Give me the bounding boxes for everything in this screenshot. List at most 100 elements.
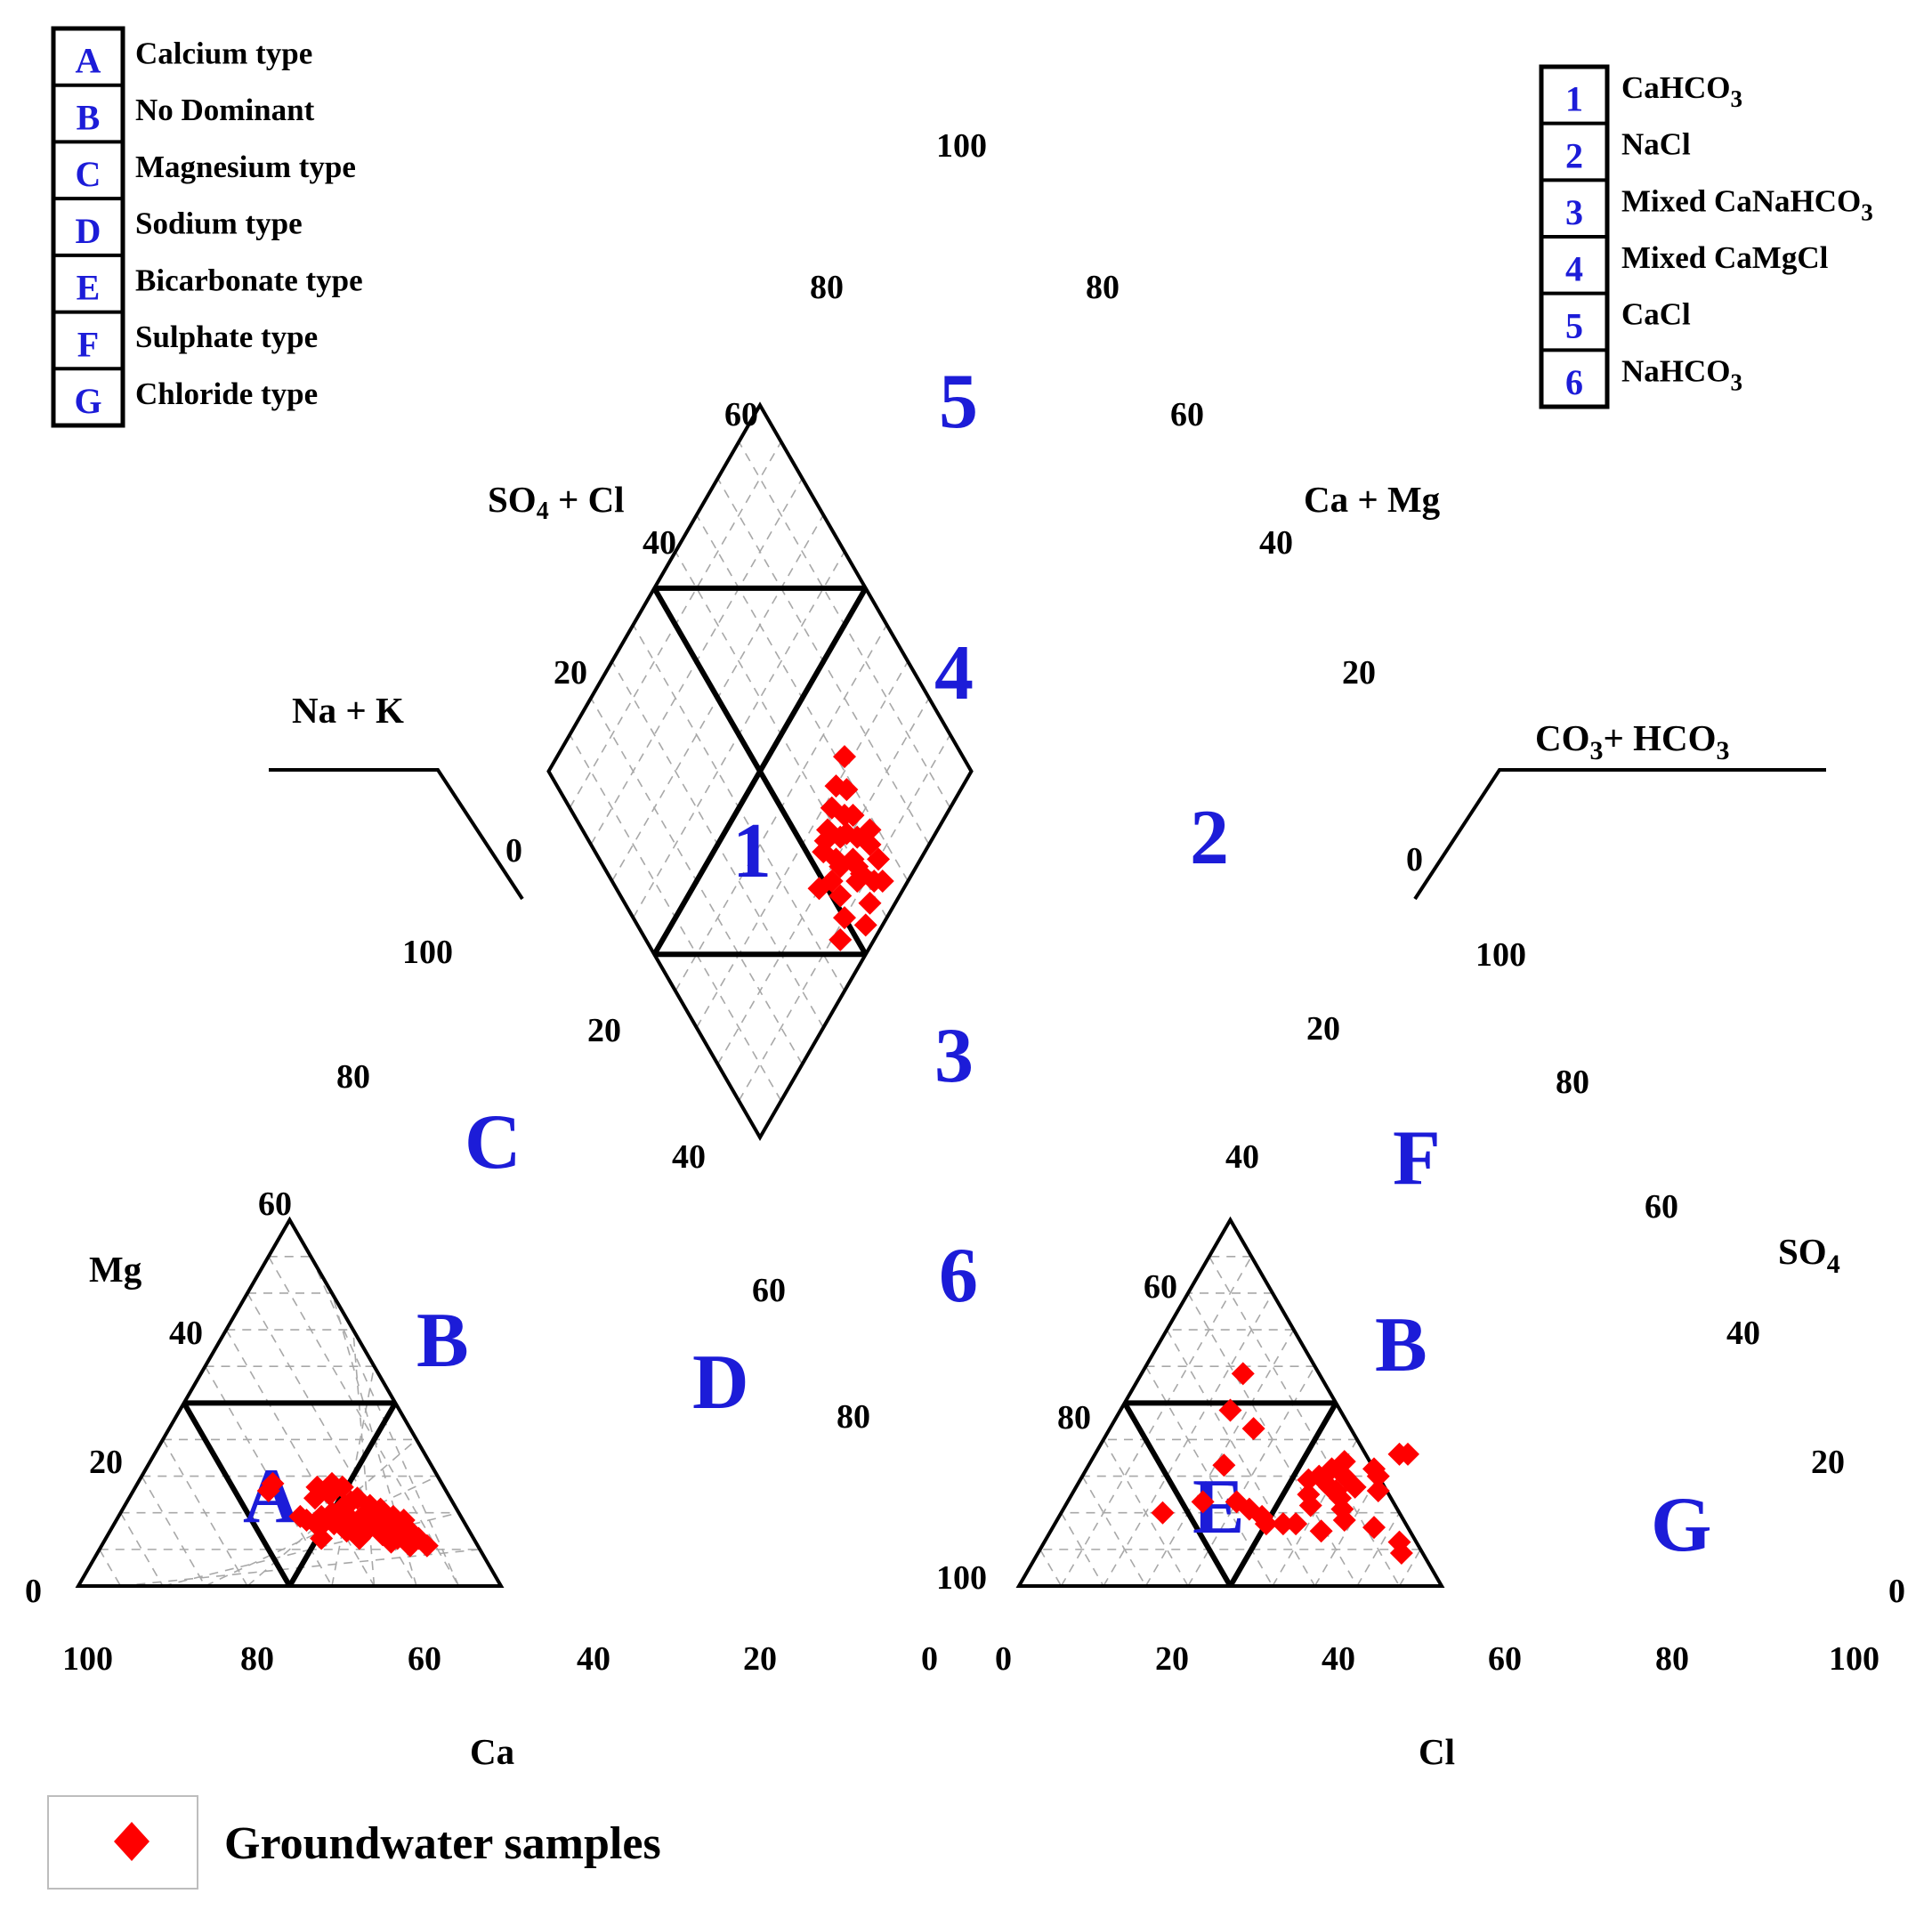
grid-line xyxy=(119,1512,164,1587)
legend-sample-marker xyxy=(114,1822,150,1861)
anion-sample-point xyxy=(1362,1516,1386,1540)
legend-water-type-key: D xyxy=(76,211,101,251)
tick-diamond-ul-80: 80 xyxy=(810,269,844,306)
tick-anion-left-80: 80 xyxy=(1057,1399,1091,1436)
cation-sample-point xyxy=(261,1471,285,1495)
diamond-sample-point xyxy=(816,818,839,842)
anion-sample-point xyxy=(1366,1464,1390,1488)
anion-sample-point xyxy=(1212,1453,1236,1477)
anion-sample-point xyxy=(1241,1417,1265,1441)
legend-water-type-label: Magnesium type xyxy=(135,150,356,184)
zone-label-b-anion: B xyxy=(1375,1302,1427,1388)
diamond-sample-point xyxy=(853,913,877,937)
axis-title-cl: Cl xyxy=(1419,1731,1455,1772)
tick-diamond-ur-80: 80 xyxy=(1086,269,1120,306)
tick-anion-left-20: 20 xyxy=(1306,1010,1340,1048)
legend-facies-key: 1 xyxy=(1565,79,1583,119)
anion-sample-point xyxy=(1366,1479,1390,1503)
anion-sample-point xyxy=(1330,1497,1354,1521)
grid-line xyxy=(162,1439,248,1587)
legend-facies-key: 4 xyxy=(1565,249,1583,289)
grid-line xyxy=(225,1329,376,1587)
tick-cation-right-20: 20 xyxy=(587,1012,621,1049)
diamond-sample-point xyxy=(858,891,882,915)
diamond-sample-point xyxy=(829,927,853,951)
zone-label-f: F xyxy=(1393,1115,1441,1202)
diamond-sample-point xyxy=(829,854,853,878)
cation-sample-point xyxy=(415,1534,439,1558)
tick-diamond-ur-60: 60 xyxy=(1170,396,1204,433)
tick-diamond-ur-40: 40 xyxy=(1259,524,1293,562)
tick-anion-left-60: 60 xyxy=(1144,1268,1177,1306)
legend-water-type-key: B xyxy=(77,97,101,137)
tick-anion-bottom-60: 60 xyxy=(1488,1640,1522,1678)
legend-facies-key: 5 xyxy=(1565,305,1583,345)
anion-sample-point xyxy=(1284,1512,1308,1536)
cation-subdivision-line xyxy=(182,1401,293,1588)
anion-sample-point xyxy=(1254,1512,1278,1536)
cation-sample-point xyxy=(310,1526,334,1550)
grid-line xyxy=(1060,1512,1104,1587)
grid-line xyxy=(1166,1329,1316,1587)
diamond-sample-point xyxy=(841,803,865,827)
tick-anion-right-80: 80 xyxy=(1556,1064,1589,1101)
axis-title-so4: SO4 xyxy=(1778,1231,1840,1279)
co3-hco3-leader-line xyxy=(1413,768,1826,901)
anion-sample-point xyxy=(1225,1490,1249,1514)
tick-cation-left-0: 0 xyxy=(25,1573,42,1610)
legend-water-type-label: Bicarbonate type xyxy=(135,263,363,297)
tick-anion-bottom-40: 40 xyxy=(1322,1640,1355,1678)
tick-diamond-ur-0: 0 xyxy=(1406,841,1423,878)
tick-anion-bottom-80: 80 xyxy=(1655,1640,1689,1678)
anion-sample-point xyxy=(1271,1512,1295,1536)
axis-title-mg: Mg xyxy=(89,1249,142,1290)
anion-subdivision-line xyxy=(1122,1401,1233,1588)
cation-sample-point xyxy=(379,1530,403,1554)
legend-water-type-label: No Dominant xyxy=(135,93,315,127)
anion-sample-point xyxy=(1218,1398,1242,1422)
anion-sample-point xyxy=(1307,1464,1331,1488)
zone-label-g: G xyxy=(1651,1482,1711,1568)
zone-label-b-cation: B xyxy=(416,1298,469,1384)
grid-line xyxy=(331,1366,376,1587)
zone-label-2: 2 xyxy=(1190,795,1229,881)
zone-label-4: 4 xyxy=(934,630,974,716)
tick-anion-right-0: 0 xyxy=(1888,1573,1905,1610)
legend-water-type-key: G xyxy=(74,381,101,421)
legend-facies-key: 6 xyxy=(1565,362,1583,402)
tick-anion-bottom-100: 100 xyxy=(1829,1640,1879,1678)
legend-facies-label: Mixed CaMgCl xyxy=(1621,240,1829,275)
grid-line xyxy=(1103,1439,1189,1587)
anion-sample-point xyxy=(1332,1450,1356,1474)
grid-line xyxy=(141,1476,206,1587)
zone-label-c: C xyxy=(465,1099,521,1186)
zone-label-1: 1 xyxy=(732,808,772,894)
legend-water-type-label: Chloride type xyxy=(135,376,318,411)
tick-diamond-top-100: 100 xyxy=(936,127,987,165)
anion-sample-point xyxy=(1387,1442,1411,1466)
legend-facies-label: CaCl xyxy=(1621,297,1691,332)
diamond-sample-point xyxy=(833,745,856,769)
diamond-sample-point xyxy=(812,840,836,864)
tick-cation-bottom-80: 80 xyxy=(240,1640,274,1678)
tick-anion-bottom-0: 0 xyxy=(995,1640,1012,1678)
grid-line xyxy=(1356,1512,1401,1587)
tick-anion-right-100: 100 xyxy=(1475,936,1526,974)
tick-diamond-ul-40: 40 xyxy=(643,524,676,562)
legend-facies-key: 2 xyxy=(1565,135,1583,175)
axis-title-so4-cl: SO4 + Cl xyxy=(488,479,625,525)
legend-facies-label: NaHCO3 xyxy=(1621,353,1742,395)
grid-line xyxy=(1398,1549,1421,1587)
legend-water-type-label: Sodium type xyxy=(135,206,303,241)
legend-facies-label: CaHCO3 xyxy=(1621,70,1742,112)
legend-samples-label: Groundwater samples xyxy=(224,1818,661,1869)
tick-cation-left-80: 80 xyxy=(336,1058,370,1096)
axis-title-ca: Ca xyxy=(470,1731,514,1772)
diagram-frames xyxy=(75,401,1445,1588)
anion-sample-point xyxy=(1309,1519,1333,1543)
sample-points xyxy=(256,745,1419,1565)
anion-sample-point xyxy=(1298,1493,1322,1517)
legend-facies-label: NaCl xyxy=(1621,127,1691,162)
axis-title-co3-hco3: CO3+ HCO3 xyxy=(1535,717,1730,765)
